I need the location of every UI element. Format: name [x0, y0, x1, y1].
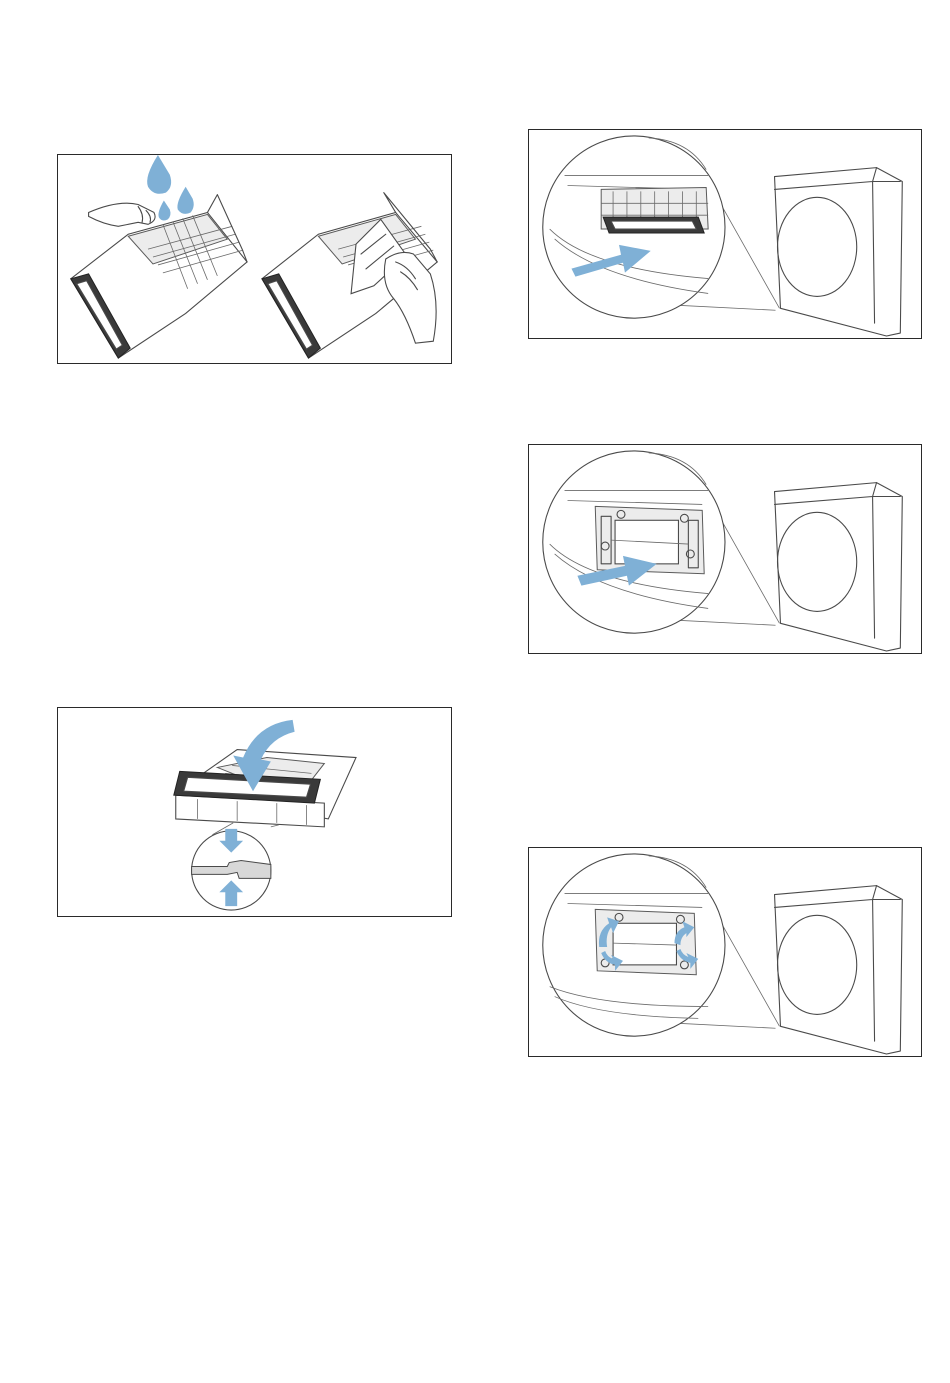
insert-filter-illustration [529, 130, 921, 338]
figure-slide-filter [528, 444, 922, 654]
figure-close-filter [57, 707, 452, 917]
slide-filter-illustration [529, 445, 921, 653]
dryer-icon [775, 168, 903, 336]
dryer-icon [775, 483, 903, 651]
dryer-icon [775, 886, 903, 1054]
water-drop-icon [147, 155, 194, 220]
close-filter-illustration [58, 708, 451, 916]
filter-icon [601, 187, 708, 233]
lock-filter-illustration [529, 848, 921, 1056]
magnifier-circle-icon [192, 829, 271, 910]
figure-wash-filter [57, 154, 452, 364]
figure-lock-filter [528, 847, 922, 1057]
figure-insert-filter [528, 129, 922, 339]
magnifier-circle-icon [543, 136, 725, 318]
wash-filter-illustration [58, 155, 451, 363]
magnifier-circle-icon [543, 451, 725, 633]
magnifier-circle-icon [543, 854, 725, 1036]
hand-icon [89, 203, 156, 226]
